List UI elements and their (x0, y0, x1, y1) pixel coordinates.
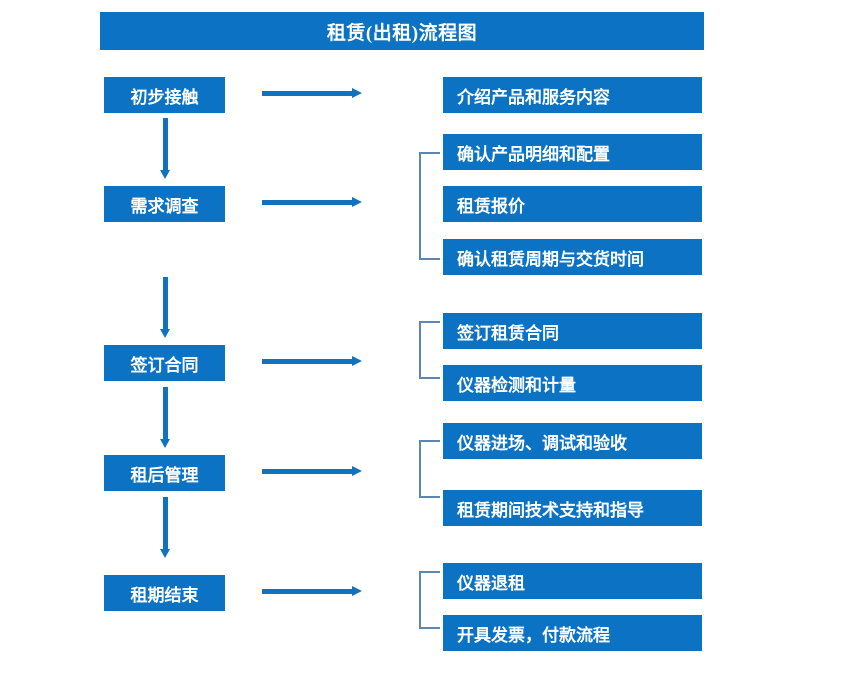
arrow-shaft (163, 387, 168, 439)
detail-box-stage-2-item-3[interactable]: 确认租赁周期与交货时间 (443, 239, 702, 275)
down-arrow-4-to-5 (160, 497, 171, 558)
arrow-head (352, 356, 362, 366)
detail-box-stage-4-item-1[interactable]: 仪器进场、调试和验收 (443, 423, 702, 459)
stage-box-5[interactable]: 租期结束 (104, 575, 225, 611)
right-arrow-stage-4 (262, 466, 362, 477)
group-bracket-stage-4 (419, 440, 440, 498)
detail-box-stage-3-item-2[interactable]: 仪器检测和计量 (443, 365, 702, 401)
arrow-shaft (262, 359, 353, 364)
arrow-head (160, 549, 170, 558)
arrow-head (352, 586, 362, 596)
detail-box-stage-5-item-2[interactable]: 开具发票，付款流程 (443, 615, 702, 651)
arrow-head (352, 197, 362, 207)
stage-box-3[interactable]: 签订合同 (104, 345, 225, 381)
arrow-shaft (163, 118, 168, 170)
down-arrow-1-to-2 (160, 118, 171, 179)
detail-box-stage-2-item-1[interactable]: 确认产品明细和配置 (443, 134, 702, 170)
page-title: 租赁(出租)流程图 (100, 12, 704, 50)
detail-box-stage-5-item-1[interactable]: 仪器退租 (443, 563, 702, 599)
detail-box-stage-2-item-2[interactable]: 租赁报价 (443, 186, 702, 222)
stage-box-4[interactable]: 租后管理 (104, 455, 225, 491)
arrow-head (160, 439, 170, 448)
detail-box-stage-1-item-1[interactable]: 介绍产品和服务内容 (443, 77, 702, 113)
right-arrow-stage-3 (262, 356, 362, 367)
stage-box-1[interactable]: 初步接触 (104, 77, 225, 113)
group-bracket-stage-2 (419, 152, 440, 260)
right-arrow-stage-1 (262, 88, 362, 99)
arrow-shaft (262, 469, 353, 474)
arrow-shaft (262, 589, 353, 594)
right-arrow-stage-5 (262, 586, 362, 597)
down-arrow-3-to-4 (160, 387, 171, 448)
stage-box-2[interactable]: 需求调查 (104, 186, 225, 222)
arrow-shaft (262, 200, 353, 205)
arrow-shaft (262, 91, 353, 96)
detail-box-stage-4-item-2[interactable]: 租赁期间技术支持和指导 (443, 490, 702, 526)
arrow-head (352, 466, 362, 476)
down-arrow-2-to-3 (160, 277, 171, 338)
arrow-shaft (163, 277, 168, 329)
right-arrow-stage-2 (262, 197, 362, 208)
arrow-shaft (163, 497, 168, 549)
detail-box-stage-3-item-1[interactable]: 签订租赁合同 (443, 313, 702, 349)
arrow-head (160, 170, 170, 179)
group-bracket-stage-5 (419, 571, 440, 629)
group-bracket-stage-3 (419, 321, 440, 379)
arrow-head (160, 329, 170, 338)
arrow-head (352, 88, 362, 98)
